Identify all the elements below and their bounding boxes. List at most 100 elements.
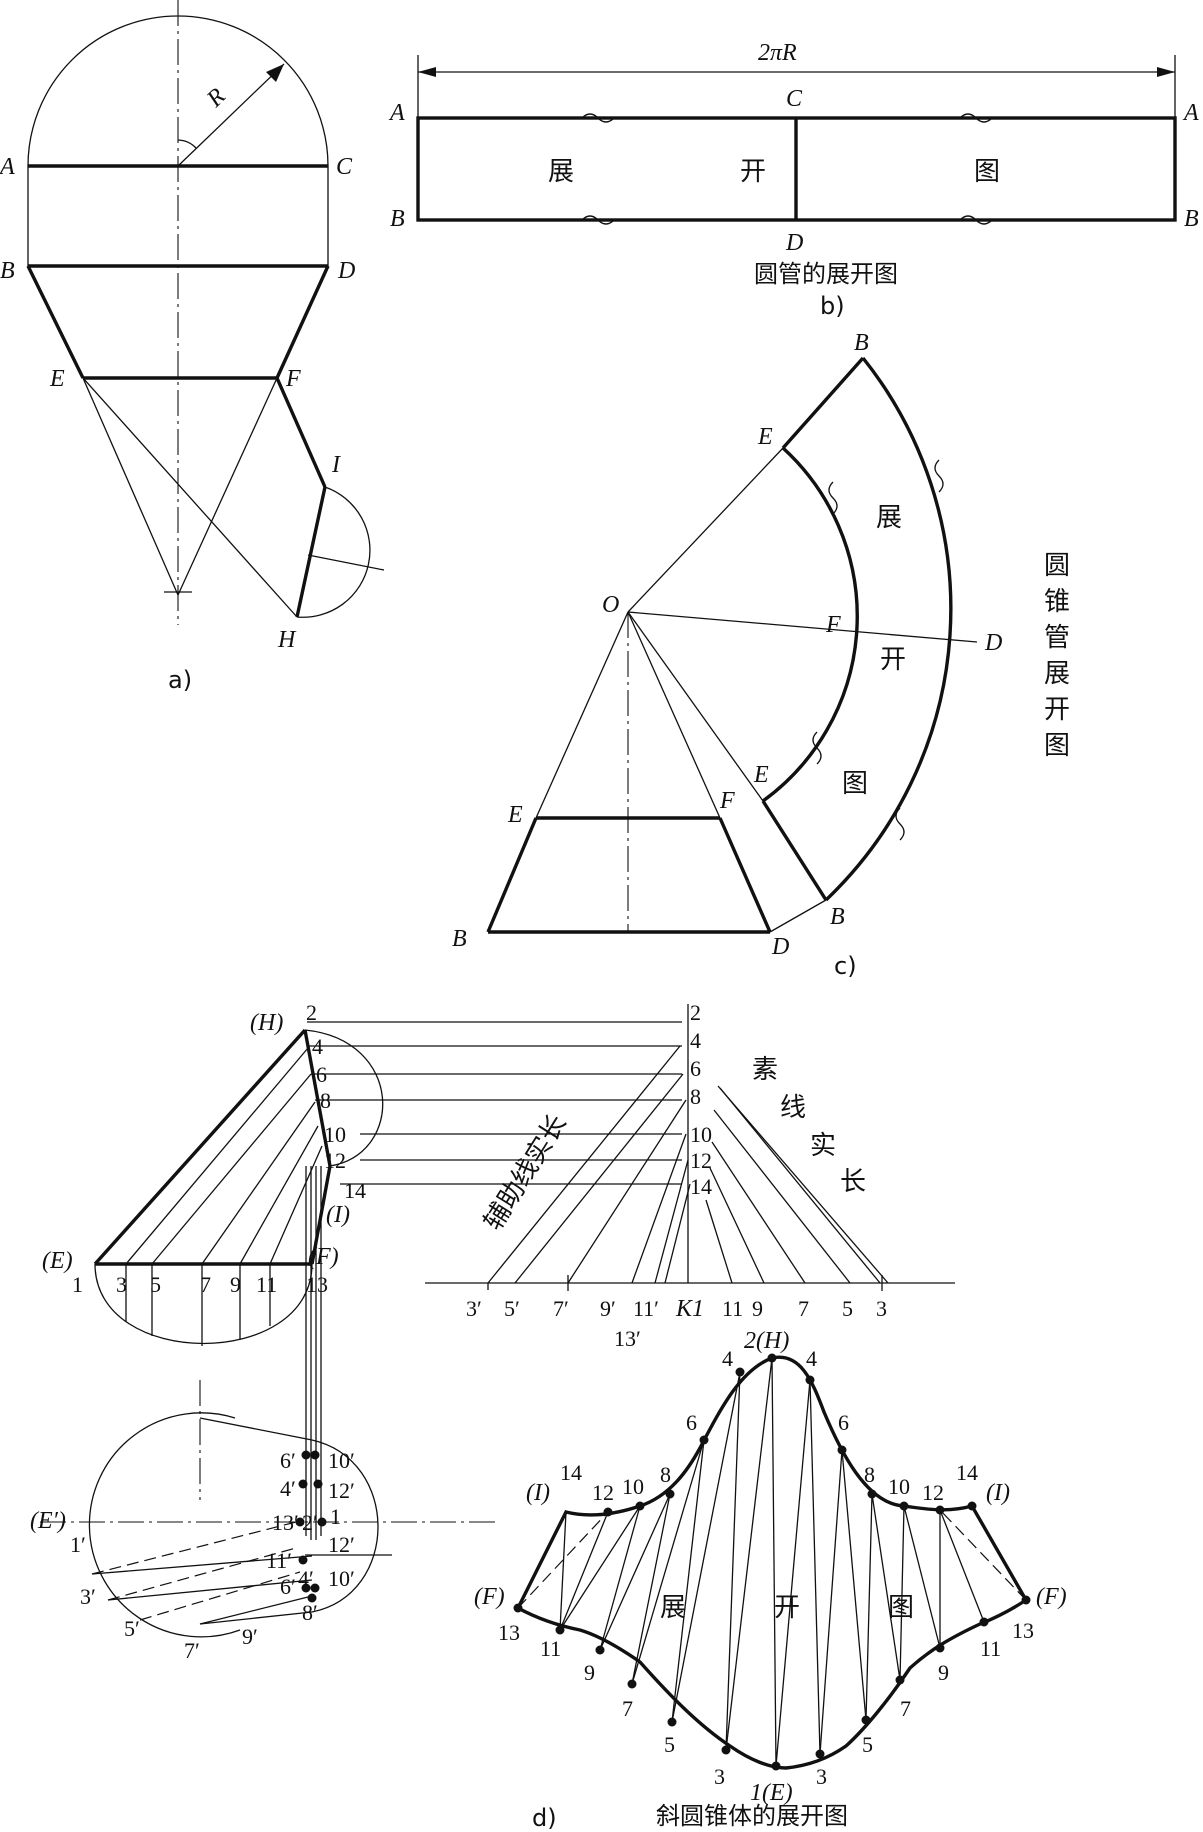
tri-line	[971, 1505, 1027, 1601]
point-dot	[313, 1479, 323, 1489]
point-number: 11	[256, 1272, 277, 1297]
point-number: 4	[312, 1034, 323, 1059]
axis-ih	[307, 554, 385, 571]
tri-line	[841, 1449, 867, 1721]
dev-number: 8	[660, 1462, 671, 1487]
top-point-label: 12′	[328, 1532, 355, 1557]
dashed-generator	[139, 1571, 301, 1621]
dev-number: 6	[838, 1410, 849, 1435]
top-point-label: 1	[330, 1504, 341, 1529]
vertex-dot	[767, 1353, 777, 1363]
edge-df	[275, 265, 330, 379]
dev-number: 4	[806, 1346, 817, 1371]
tangent-top	[199, 1417, 313, 1441]
break-mark	[828, 481, 838, 515]
dev-number: 11	[540, 1636, 561, 1661]
word-tu: 图	[888, 1593, 914, 1623]
edge-be	[26, 265, 85, 379]
top-point-label: 2′	[302, 1510, 318, 1535]
word-zhan: 展	[548, 157, 574, 187]
aux-numbers: 2 4 6 8 10 12 14	[690, 1000, 712, 1199]
radius-line	[177, 63, 285, 167]
word-kai: 开	[774, 1593, 800, 1623]
label-h: H	[277, 627, 297, 653]
point-number: 10	[324, 1122, 346, 1147]
half-ellipse-top	[304, 1029, 384, 1167]
generator-line	[269, 1145, 323, 1265]
label-b-left: B	[390, 206, 405, 232]
arrow-head-icon	[266, 64, 284, 82]
vertex-dot	[603, 1507, 613, 1517]
label-i: (I)	[326, 1202, 350, 1228]
edge-ih	[295, 486, 327, 618]
point-dot	[310, 1450, 320, 1460]
cone-line-left	[82, 377, 179, 596]
vertex-dot	[721, 1745, 731, 1755]
point-dot	[298, 1555, 308, 1565]
top-point-label: 3′	[80, 1584, 96, 1609]
edge-eh	[82, 377, 298, 618]
break-mark	[959, 215, 993, 225]
horizontal-transfer	[307, 1021, 682, 1185]
aux-number: 12	[690, 1148, 712, 1173]
aux-number: 2	[690, 1000, 701, 1025]
title-c-vertical: 圆 锥 管 展 开 图	[1044, 551, 1070, 761]
point-dot	[301, 1450, 311, 1460]
word-tu: 图	[842, 769, 868, 799]
point-number: 14	[344, 1178, 366, 1203]
vertex-dot	[867, 1489, 877, 1499]
aux-line	[487, 1045, 681, 1284]
vertex-dot	[627, 1679, 637, 1689]
true-len-char: 线	[780, 1093, 806, 1123]
label-b-top: B	[854, 330, 869, 356]
development-dots	[513, 1353, 1031, 1771]
label-i: I	[331, 452, 341, 478]
panel-b: 2πR A A B B C D 展 开 图 圆管的展开图 b)	[388, 40, 1199, 320]
label-a: A	[0, 154, 15, 180]
tri-line	[809, 1379, 821, 1755]
label-a-left: A	[388, 100, 405, 126]
vertex-dot	[771, 1761, 781, 1771]
edge-eb-bottom	[761, 800, 828, 901]
caption-a: a)	[168, 666, 192, 694]
vertex-dot	[935, 1643, 945, 1653]
baseline-label: 11	[722, 1296, 743, 1321]
baseline-label: 11′	[633, 1296, 659, 1321]
dev-number: 14	[956, 1460, 978, 1485]
dev-number: 12	[922, 1480, 944, 1505]
dev-number: 4	[722, 1346, 733, 1371]
vertex-dot	[805, 1375, 815, 1385]
top-point-label: 7′	[184, 1638, 200, 1663]
label-e: (E)	[42, 1248, 73, 1274]
point-dot	[317, 1517, 327, 1527]
title-c-char: 图	[1044, 731, 1070, 761]
cone-line-r	[627, 611, 721, 819]
point-dot	[310, 1583, 320, 1593]
dev-numbers-right: 4 6 8 10 12 14 13 11 9 7 5 3	[806, 1346, 1034, 1789]
tri-line	[939, 1509, 985, 1623]
dim-label: 2πR	[758, 40, 797, 66]
true-line	[719, 1087, 881, 1284]
solid-generator	[91, 1555, 313, 1575]
cone-line-l	[535, 611, 629, 819]
panel-d-front: (H) (E) (F) (I) 2 4 6 8 10 12 14 1 3 5 7…	[42, 1000, 682, 1540]
development-bottom-edge	[517, 1598, 1027, 1770]
title-b: 圆管的展开图	[754, 260, 898, 288]
tri-line	[725, 1371, 741, 1751]
break-mark	[581, 113, 615, 123]
dev-number: 5	[664, 1732, 675, 1757]
top-point-label: 6′	[280, 1448, 296, 1473]
dev-number: 7	[622, 1696, 633, 1721]
development-triangulation	[517, 1357, 1027, 1767]
true-line	[705, 1199, 733, 1284]
point-dot	[307, 1593, 317, 1603]
top-point-label: 10′	[328, 1448, 355, 1473]
tri-line	[819, 1449, 843, 1755]
aux-line	[664, 1183, 691, 1284]
dev-number: 9	[584, 1660, 595, 1685]
tri-line	[559, 1505, 641, 1631]
title-c-char: 圆	[1044, 551, 1070, 581]
break-mark	[895, 807, 905, 841]
label-b-right: B	[1184, 206, 1199, 232]
label-e-mid: E	[753, 762, 769, 788]
